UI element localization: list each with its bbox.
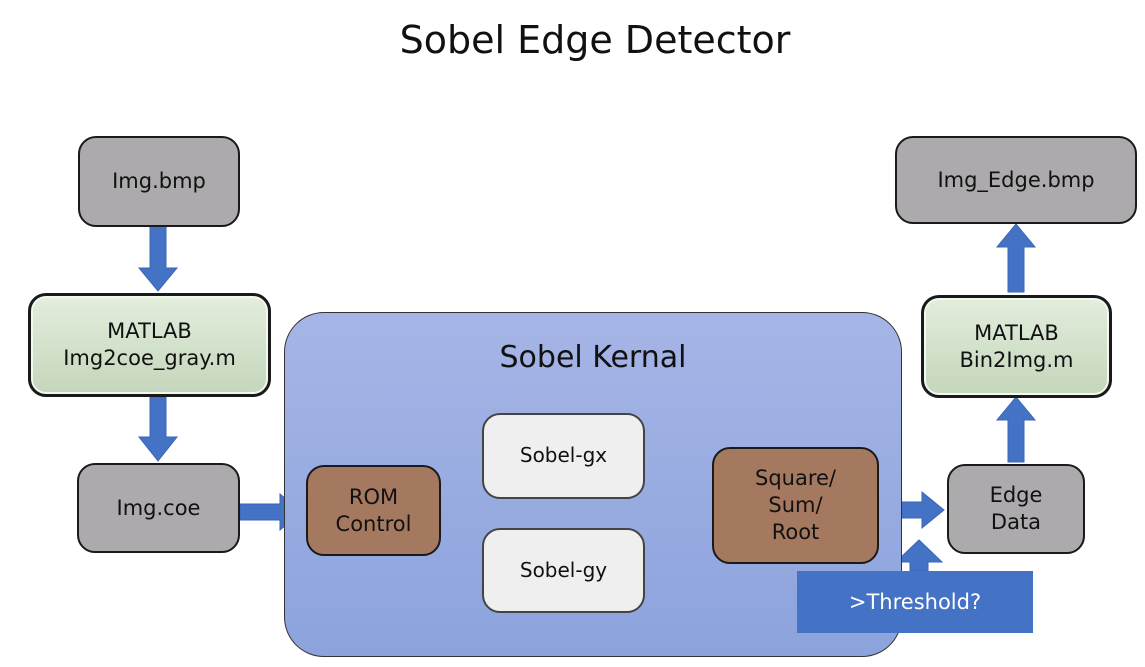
node-square-sum-root: Square/ Sum/ Root [712,447,879,564]
node-img-edge-bmp: Img_Edge.bmp [895,136,1137,224]
arrow-edge-to-matlab [995,396,1037,463]
node-matlab-bin2img: MATLAB Bin2Img.m [921,295,1112,398]
diagram-title: Sobel Edge Detector [399,18,791,62]
node-matlab-img2coe: MATLAB Img2coe_gray.m [28,293,271,397]
kernel-title: Sobel Kernal [499,340,687,375]
node-sobel-gy: Sobel-gy [482,528,645,613]
arrow-threshold-up [894,539,944,572]
arrow-bmp-to-matlab [137,225,179,292]
node-img-coe: Img.coe [77,463,240,553]
node-rom-control: ROM Control [306,465,441,556]
threshold-label: >Threshold? [797,571,1033,633]
node-edge-data: Edge Data [947,464,1085,554]
arrow-matlab-to-coe [137,396,179,462]
node-sobel-gx: Sobel-gx [482,413,645,499]
arrow-matlab-to-edgebmp [995,223,1037,293]
node-img-bmp: Img.bmp [78,136,240,227]
